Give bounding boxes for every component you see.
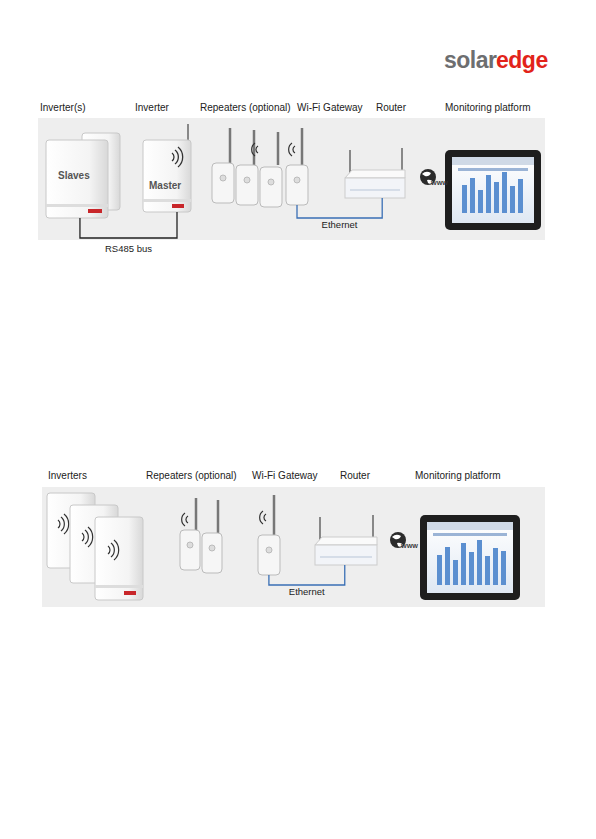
device-heading: Monitoring platform xyxy=(445,102,531,113)
device-heading: Repeaters (optional) xyxy=(200,102,291,113)
internet-label: WWW xyxy=(431,180,448,186)
background-band xyxy=(42,487,545,607)
device-heading: Inverter(s) xyxy=(40,102,86,113)
device-heading: Router xyxy=(376,102,406,113)
internet-label: WWW xyxy=(401,543,418,549)
inverter-group: Inverter(s) Slaves xyxy=(40,102,125,218)
device-heading: Wi-Fi Gateway xyxy=(252,470,318,481)
connector-label: Ethernet xyxy=(289,586,325,597)
inverter-group: Inverters xyxy=(46,470,146,600)
monitoring-tablet xyxy=(445,150,541,230)
repeater-group: Repeaters (optional) xyxy=(146,470,251,575)
slave-inverters xyxy=(46,133,120,218)
gateway-unit: Wi-Fi Gateway xyxy=(285,102,365,205)
router-device xyxy=(345,148,405,198)
wifi-gateway-device xyxy=(286,128,308,205)
repeater-devices xyxy=(212,128,282,207)
device-heading: Inverters xyxy=(48,470,87,481)
monitoring-unit: Monitoring platform xyxy=(440,102,545,230)
router-unit: Router xyxy=(315,470,377,565)
connector-label: RS485 bus xyxy=(105,243,152,254)
background-band xyxy=(38,118,545,240)
device-heading: Router xyxy=(340,470,370,481)
ethernet-cable xyxy=(297,198,382,218)
inverter-stack xyxy=(47,493,143,600)
master-inverter xyxy=(143,124,191,212)
device-heading: Wi-Fi Gateway xyxy=(297,102,363,113)
monitoring-unit: Monitoring platform xyxy=(410,470,540,600)
brand-logo: solar xyxy=(444,47,496,74)
bus-bracket xyxy=(80,212,177,238)
device-heading: Repeaters (optional) xyxy=(146,470,237,481)
device-heading: Inverter xyxy=(135,102,169,113)
inverter-unit: InverterMaster xyxy=(135,102,195,212)
monitoring-tablet xyxy=(420,515,520,600)
brand-logo: edge xyxy=(496,47,548,74)
device-heading: Monitoring platform xyxy=(415,470,501,481)
device-label: Slaves xyxy=(58,170,90,181)
repeater-devices xyxy=(180,498,222,573)
router-device xyxy=(315,515,377,565)
repeater-group: Repeaters (optional) xyxy=(200,102,295,212)
ethernet-cable xyxy=(269,565,345,585)
connector-label: Ethernet xyxy=(322,219,358,230)
wifi-gateway-device xyxy=(258,495,280,575)
router-unit: Router xyxy=(345,102,407,198)
device-label: Master xyxy=(149,180,181,191)
gateway-unit: Wi-Fi Gateway xyxy=(240,470,325,575)
